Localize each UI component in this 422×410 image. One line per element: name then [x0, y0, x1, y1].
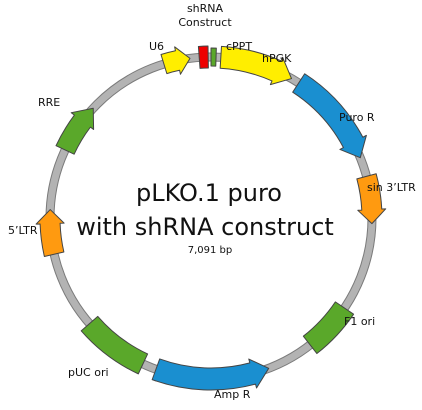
label-puro-r: Puro R — [339, 111, 375, 124]
label-sin-3-ltr: sin 3’LTR — [367, 181, 416, 194]
plasmid-title-line1: pLKO.1 puro — [136, 179, 282, 207]
label-hpgk: hPGK — [262, 52, 292, 65]
feature-cppt — [210, 47, 217, 67]
label-5-ltr: 5’LTR — [8, 224, 38, 237]
feature-hpgk — [219, 45, 292, 86]
feature-ampr — [151, 358, 270, 391]
feature-rre — [55, 107, 95, 155]
feature-shrna — [197, 45, 209, 69]
feature-pucori — [80, 315, 149, 375]
label-u6: U6 — [149, 40, 164, 53]
label-shrna-line1: shRNA — [187, 2, 224, 15]
feature-sin3ltr — [356, 173, 387, 225]
feature-f1ori — [302, 301, 355, 355]
feature-puror — [292, 73, 367, 159]
label-puc-ori: pUC ori — [68, 366, 109, 379]
plasmid-size-label: 7,091 bp — [188, 245, 233, 256]
label-amp-r: Amp R — [214, 388, 251, 401]
feature-5ltr — [35, 209, 65, 257]
label-cppt: cPPT — [226, 40, 252, 53]
label-rre: RRE — [38, 96, 60, 109]
feature-u6 — [160, 46, 191, 75]
feature-layer — [35, 45, 387, 391]
label-shrna-line2: Construct — [178, 16, 232, 29]
label-f1-ori: F1 ori — [344, 315, 375, 328]
plasmid-title-line2: with shRNA construct — [76, 213, 334, 241]
